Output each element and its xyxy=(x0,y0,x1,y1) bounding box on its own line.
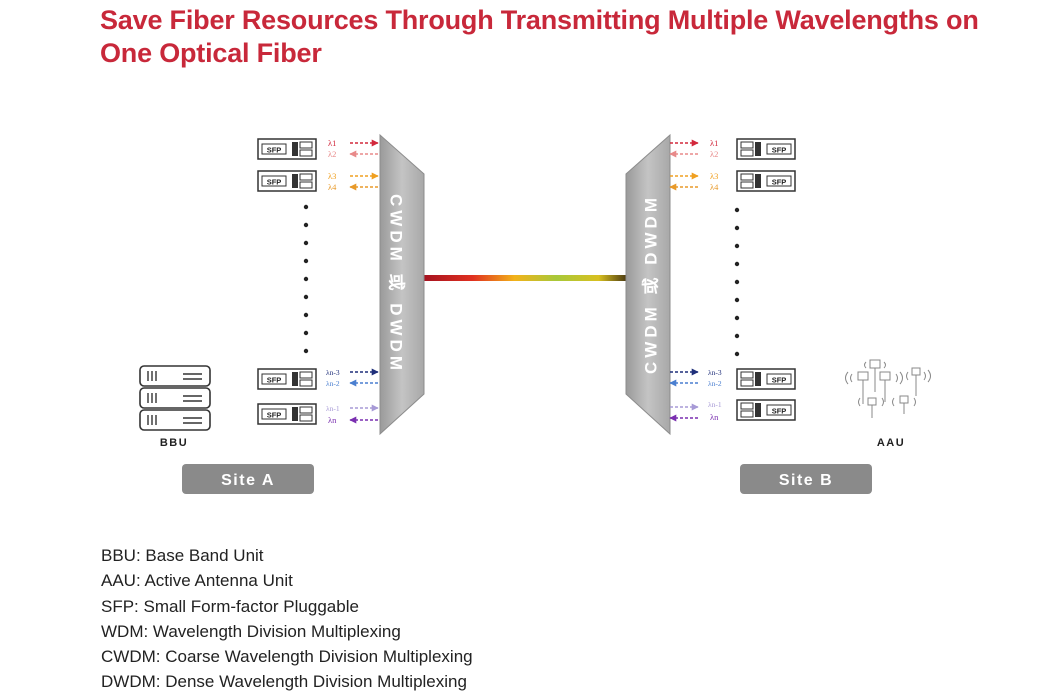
page-title: Save Fiber Resources Through Transmittin… xyxy=(100,5,979,68)
sfp-label: SFP xyxy=(267,178,282,187)
mux-left: CWDM 或 DWDM xyxy=(379,133,425,436)
optical-fiber xyxy=(420,275,630,281)
sfp-left-2: SFP xyxy=(257,170,317,192)
sfp-right-2: SFP xyxy=(736,170,796,192)
wavelength-label: λ4 xyxy=(328,182,337,192)
legend-item: DWDM: Dense Wavelength Division Multiple… xyxy=(101,672,467,692)
bbu-label: BBU xyxy=(160,437,188,449)
sfp-label: SFP xyxy=(267,376,282,385)
sfp-right-3: SFP xyxy=(736,368,796,390)
site-b-label: Site B xyxy=(779,472,833,489)
wavelengths-right: λ1 λ2 λ3 λ4 λn-3 λn-2 λn-1 λn xyxy=(669,138,722,422)
wavelength-label: λ1 xyxy=(710,138,718,148)
wavelength-label: λn xyxy=(328,415,337,425)
sfp-label: SFP xyxy=(267,411,282,420)
wavelength-label: λn-1 xyxy=(708,400,722,409)
aau-label: AAU xyxy=(877,437,905,449)
sfp-label: SFP xyxy=(772,376,787,385)
legend-item: WDM: Wavelength Division Multiplexing xyxy=(101,621,401,641)
wavelengths-left: λ1 λ2 λ3 λ4 λn-3 λn-2 λn-1 λn xyxy=(326,138,379,425)
bbu-server-icon xyxy=(139,365,211,431)
wavelength-label: λ3 xyxy=(328,171,336,181)
wavelength-label: λn-2 xyxy=(326,379,340,388)
aau-antenna-icon xyxy=(845,359,931,418)
sfp-left-3: SFP xyxy=(257,368,317,390)
sfp-label: SFP xyxy=(772,407,787,416)
sfp-left-4: SFP xyxy=(257,403,317,425)
legend-item: SFP: Small Form-factor Pluggable xyxy=(101,596,359,616)
site-a-label: Site A xyxy=(221,472,275,489)
mux-right-label: CWDM 或 DWDM xyxy=(640,194,660,374)
wavelength-label: λn xyxy=(710,412,719,422)
site-a-badge: Site A xyxy=(182,464,314,494)
site-b-badge: Site B xyxy=(740,464,872,494)
abbreviation-legend: BBU: Base Band Unit AAU: Active Antenna … xyxy=(101,543,473,695)
wavelength-label: λ4 xyxy=(710,182,719,192)
wavelength-label: λ1 xyxy=(328,138,336,148)
mux-right: CWDM 或 DWDM xyxy=(625,133,671,436)
sfp-left-1: SFP xyxy=(257,138,317,160)
wavelength-label: λ2 xyxy=(328,149,336,159)
legend-item: AAU: Active Antenna Unit xyxy=(101,571,293,591)
ellipsis-dots-right xyxy=(734,207,740,357)
legend-item: CWDM: Coarse Wavelength Division Multipl… xyxy=(101,647,473,667)
wavelength-label: λn-1 xyxy=(326,404,340,413)
sfp-label: SFP xyxy=(772,178,787,187)
wavelength-label: λn-2 xyxy=(708,379,722,388)
wavelength-label: λn-3 xyxy=(708,368,722,377)
sfp-right-1: SFP xyxy=(736,138,796,160)
sfp-right-4: SFP xyxy=(736,399,796,421)
sfp-label: SFP xyxy=(772,146,787,155)
legend-item: BBU: Base Band Unit xyxy=(101,546,264,565)
ellipsis-dots-left xyxy=(303,204,309,354)
mux-left-label: CWDM 或 DWDM xyxy=(387,194,407,374)
sfp-label: SFP xyxy=(267,146,282,155)
wavelength-label: λ3 xyxy=(710,171,718,181)
wavelength-label: λn-3 xyxy=(326,368,340,377)
wavelength-label: λ2 xyxy=(710,149,718,159)
